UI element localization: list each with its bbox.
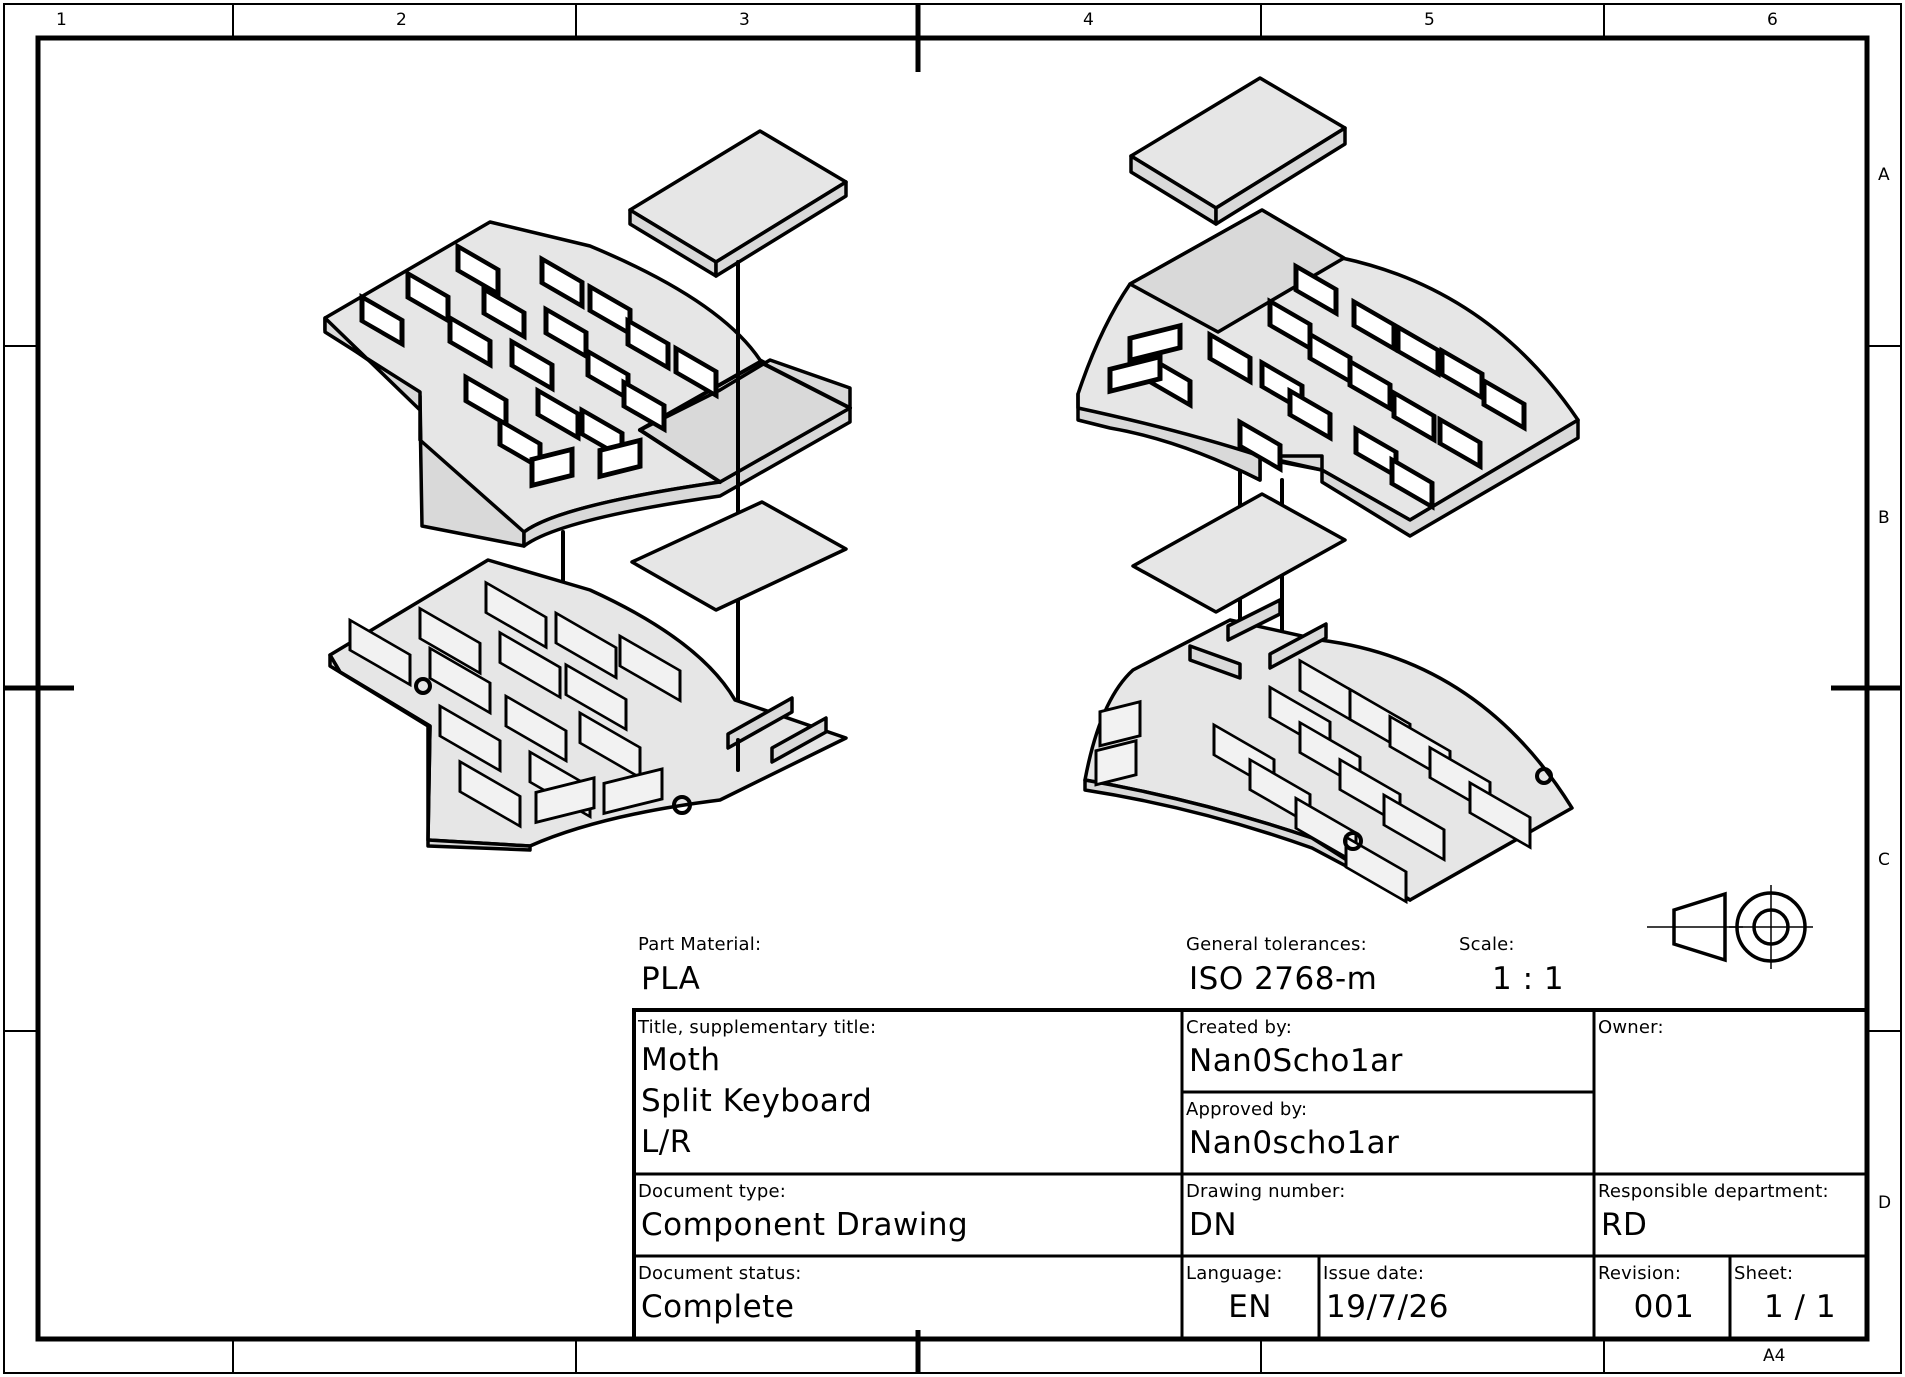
- created-by-value: Nan0Scho1ar: [1189, 1043, 1403, 1079]
- revision-label: Revision:: [1598, 1263, 1682, 1284]
- responsible-department-value: RD: [1601, 1207, 1648, 1243]
- title-label: Title, supplementary title:: [638, 1017, 877, 1038]
- centering-marks: [4, 4, 1901, 1373]
- title-line-3: L/R: [641, 1124, 692, 1160]
- document-type-label: Document type:: [638, 1181, 787, 1202]
- row-label-d: D: [1878, 1193, 1892, 1213]
- right-half-exploded-isometric: [1076, 76, 1580, 905]
- column-label-2: 2: [396, 10, 407, 30]
- general-tolerances-value: ISO 2768-m: [1189, 961, 1378, 997]
- paper-size-label: A4: [1763, 1346, 1786, 1366]
- revision-value: 001: [1633, 1289, 1695, 1325]
- title-block-grid: [632, 1008, 1869, 1341]
- created-by-label: Created by:: [1186, 1017, 1292, 1038]
- right-pcb: [1083, 598, 1574, 905]
- general-tolerances-label: General tolerances:: [1186, 934, 1367, 955]
- scale-value: 1 : 1: [1492, 961, 1565, 997]
- part-material-label: Part Material:: [638, 934, 762, 955]
- first-angle-projection-icon: [1647, 885, 1813, 969]
- left-pcb-sockets: [348, 580, 682, 829]
- issue-date-value: 19/7/26: [1326, 1289, 1450, 1325]
- drawing-number-value: DN: [1189, 1207, 1238, 1243]
- document-status-value: Complete: [641, 1289, 795, 1325]
- left-half-exploded-isometric: [323, 129, 852, 852]
- sheet-label: Sheet:: [1734, 1263, 1794, 1284]
- right-switch-holes: [1107, 262, 1527, 511]
- right-top-plate: [1076, 208, 1580, 538]
- right-battery-cover: [1129, 76, 1347, 226]
- left-top-plate: [323, 220, 852, 548]
- right-cover-panel: [1131, 492, 1347, 614]
- left-switch-holes: [359, 242, 719, 489]
- part-material-value: PLA: [641, 961, 701, 997]
- row-label-b: B: [1878, 508, 1890, 528]
- language-value: EN: [1228, 1289, 1272, 1325]
- right-pcb-sockets: [1094, 658, 1532, 905]
- zone-dividers: [4, 4, 1901, 1373]
- scale-label: Scale:: [1459, 934, 1515, 955]
- left-battery-cover: [628, 129, 848, 278]
- outer-border: [3, 3, 1902, 1374]
- document-type-value: Component Drawing: [641, 1207, 969, 1243]
- column-label-5: 5: [1424, 10, 1435, 30]
- row-label-c: C: [1878, 850, 1890, 870]
- column-label-1: 1: [56, 10, 67, 30]
- responsible-department-label: Responsible department:: [1598, 1181, 1829, 1202]
- language-label: Language:: [1186, 1263, 1283, 1284]
- issue-date-label: Issue date:: [1323, 1263, 1425, 1284]
- sheet-value: 1 / 1: [1763, 1289, 1837, 1325]
- column-label-4: 4: [1083, 10, 1094, 30]
- owner-label: Owner:: [1598, 1017, 1664, 1038]
- title-line-1: Moth: [641, 1042, 721, 1078]
- drawing-number-label: Drawing number:: [1186, 1181, 1346, 1202]
- title-line-2: Split Keyboard: [641, 1083, 873, 1119]
- document-status-label: Document status:: [638, 1263, 802, 1284]
- approved-by-value: Nan0scho1ar: [1189, 1125, 1400, 1161]
- left-cover-panel: [630, 500, 848, 612]
- column-label-3: 3: [739, 10, 750, 30]
- approved-by-label: Approved by:: [1186, 1099, 1308, 1120]
- row-label-a: A: [1878, 165, 1890, 185]
- column-label-6: 6: [1767, 10, 1778, 30]
- left-pcb: [328, 558, 848, 852]
